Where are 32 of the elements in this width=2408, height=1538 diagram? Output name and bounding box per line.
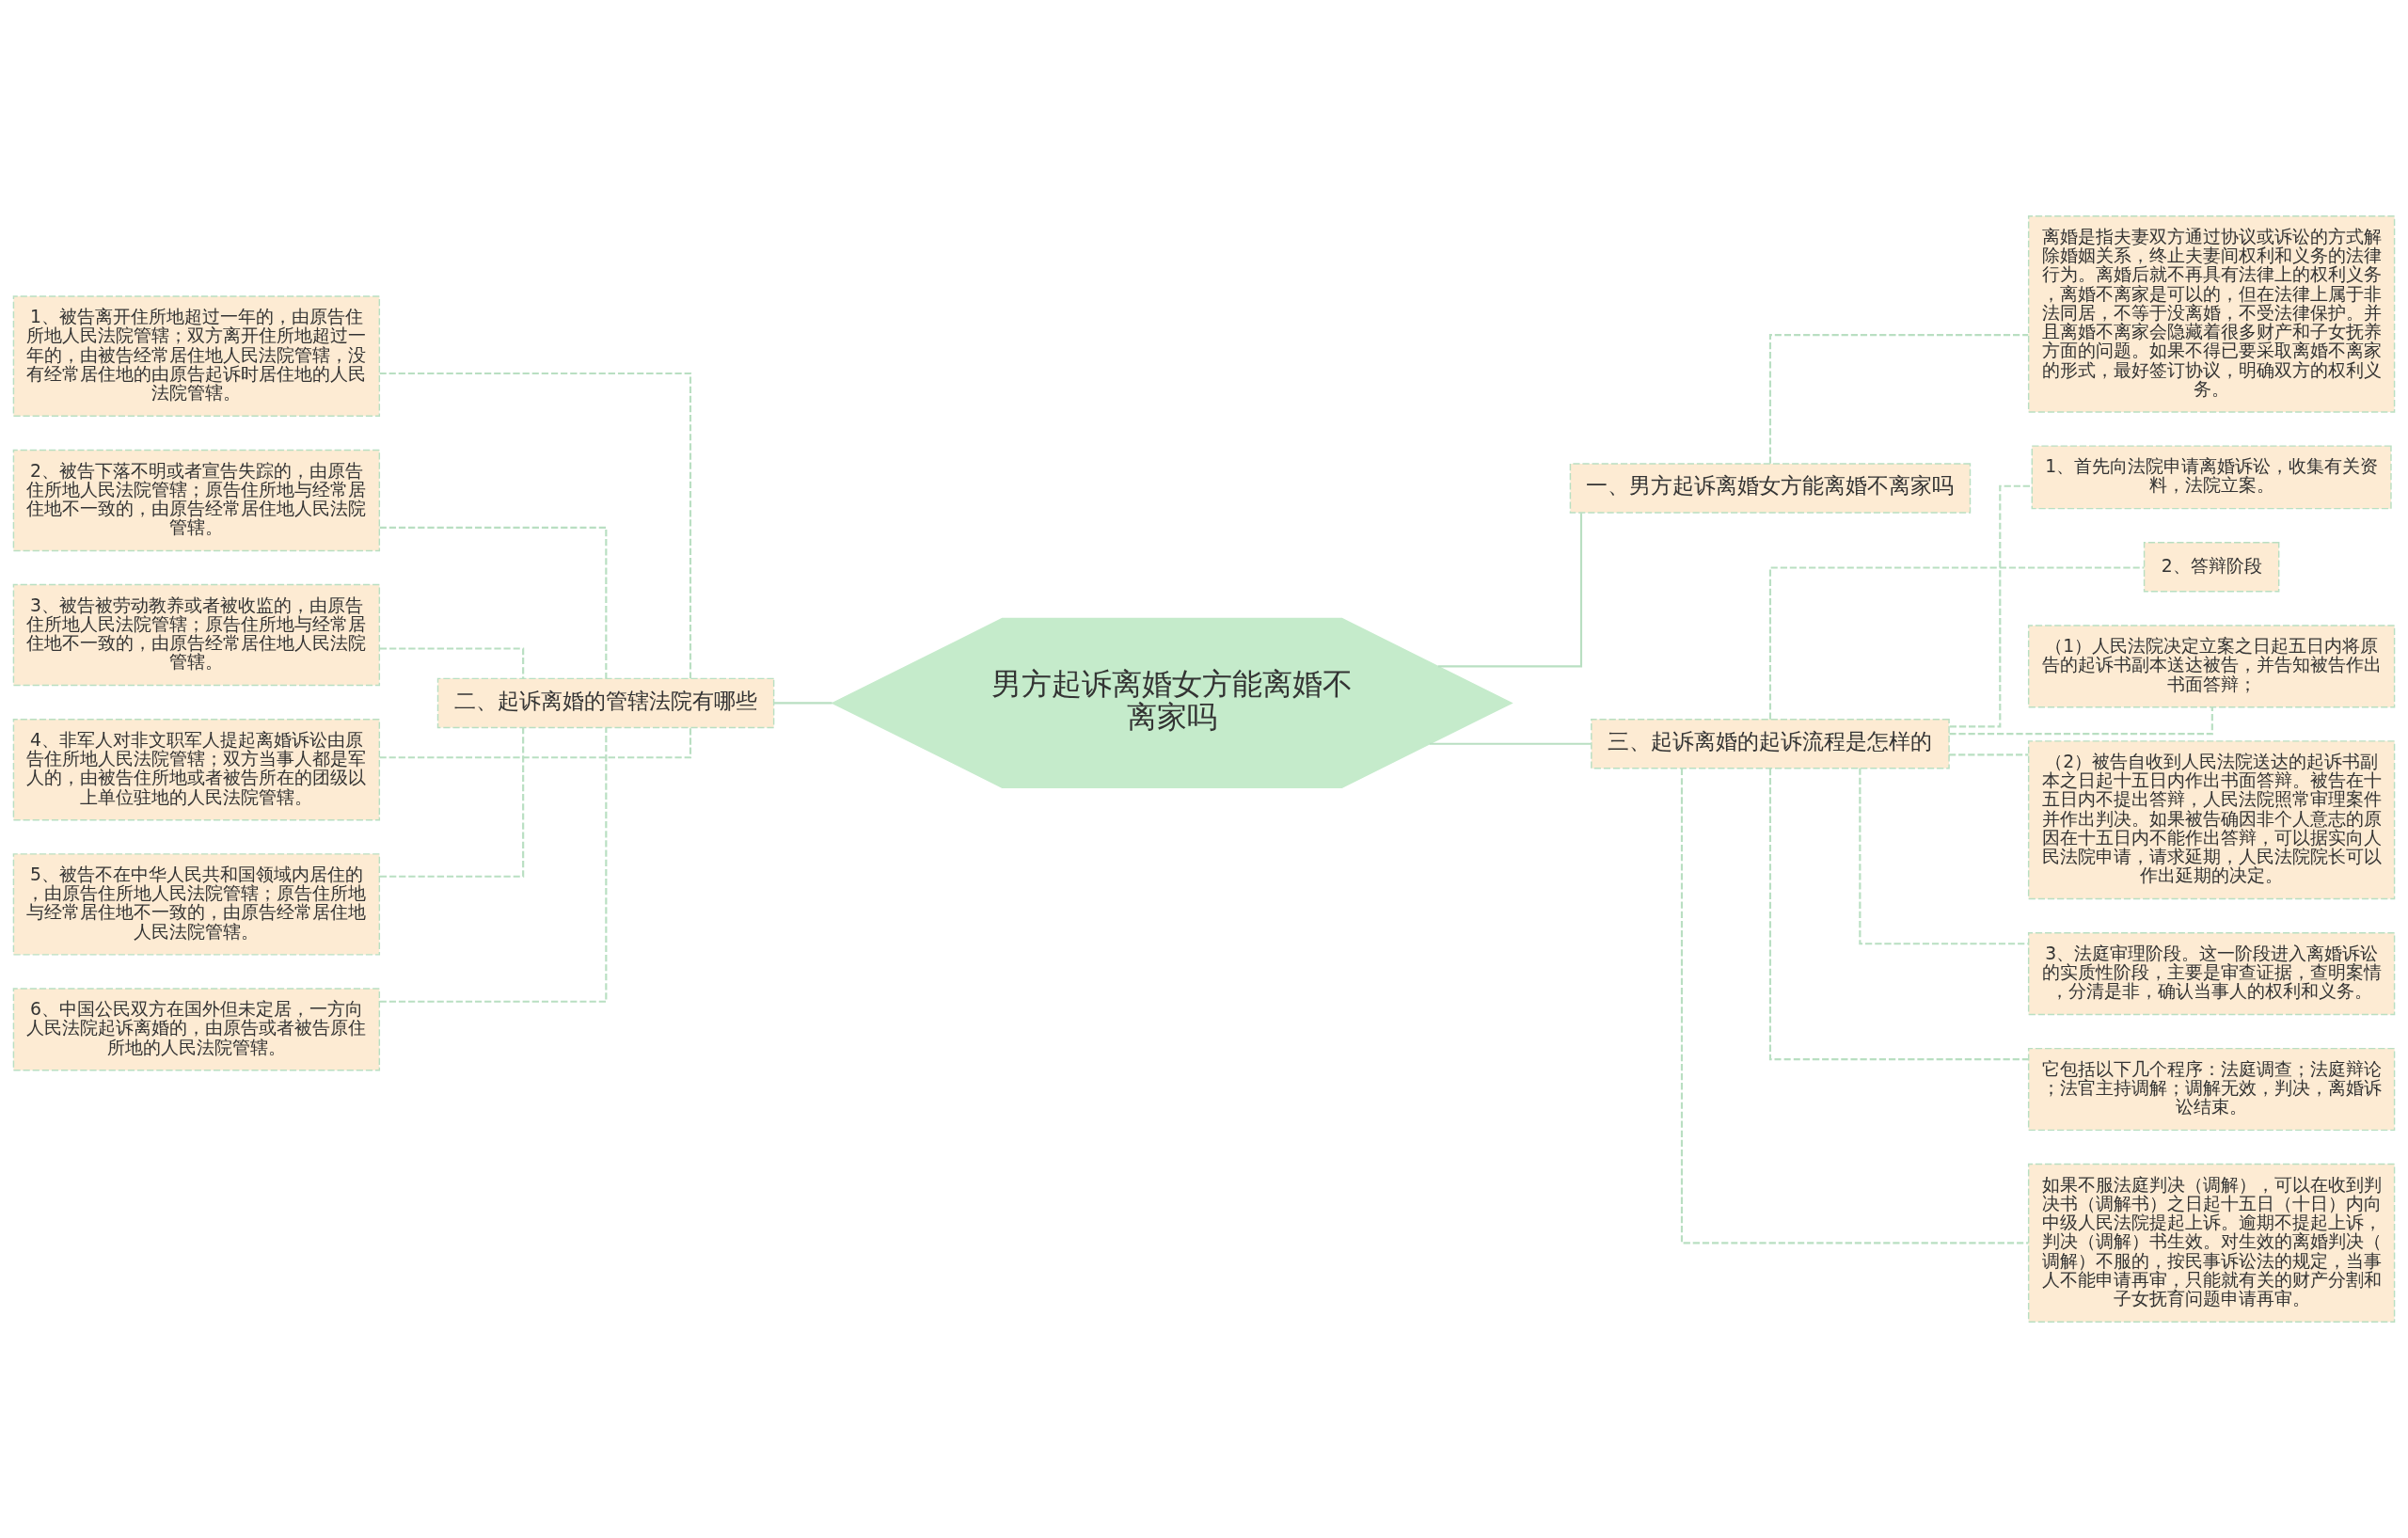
connector [1768,333,2029,464]
node-box: 4、非军人对非文职军人提起离婚诉讼由原告住所地人民法院管辖；双方当事人都是军人的，由被告住所地或者被告所在的团级以上单位驻地的人民法院管辖。 [12,719,381,821]
connector [1768,566,2145,720]
node-box: （1）人民法院决定立案之日起五日内将原告的起诉书副本送达被告，并告知被告作出书面答辩； [2027,625,2396,708]
node-box: 如果不服法庭判决（调解），可以在收到判决书（调解书）之日起十五日（十日）内向中级人民法院提起上诉。逾期不提起上诉，判决（调解）书生效。对生效的离婚判决（调解）不服的，按民事诉讼法的规定，当事人不能申请再审，只能就有关的财产分割和子女抚育问题申请再审。 [2027,1163,2396,1323]
node-box: 6、中国公民双方在国外但未定居，一方向人民法院起诉离婚的，由原告或者被告原住所地的人民法院管辖。 [12,988,381,1071]
connector [379,647,525,679]
connector [1429,742,1592,745]
node-box: 1、首先向法院申请离婚诉讼，收集有关资料，法院立案。 [2031,445,2392,510]
node-box: 3、法庭审理阶段。这一阶段进入离婚诉讼的实质性阶段，主要是审查证据，查明案情，分清是非，确认当事人的权利和义务。 [2027,932,2396,1016]
connector [379,727,692,759]
connector [379,727,525,878]
node-box: 它包括以下几个程序：法庭调查；法庭辩论；法官主持调解；调解无效，判决，离婚诉讼结束。 [2027,1047,2396,1132]
connector [1768,769,2029,1061]
node-box: 三、起诉离婚的起诉流程是怎样的 [1591,719,1950,769]
connector [379,372,692,679]
connector [379,526,608,679]
connector [1949,753,2029,756]
connector [773,702,832,705]
node-box: 2、被告下落不明或者宣告失踪的，由原告住所地人民法院管辖；原告住所地与经常居住地不一致的，由原告经常居住地人民法院管辖。 [12,449,381,552]
connector [1437,513,1583,668]
node-box: 3、被告被劳动教养或者被收监的，由原告住所地人民法院管辖；原告住所地与经常居住地不一致的，由原告经常居住地人民法院管辖。 [12,583,381,687]
node-box: 一、男方起诉离婚女方能离婚不离家吗 [1569,463,1972,514]
node-box: （2）被告自收到人民法院送达的起诉书副本之日起十五日内作出书面答辩。被告在十五日内不提出答辩，人民法院照常审理案件并作出判决。如果被告确因非个人意志的原因在十五日内不能作出答辩，可以据实向人民法院申请，请求延期，人民法院院长可以作出延期的决定。 [2027,740,2396,900]
connector [379,727,608,1003]
node-box: 5、被告不在中华人民共和国领域内居住的，由原告住所地人民法院管辖；原告住所地与经常居住地不一致的，由原告经常居住地人民法院管辖。 [12,853,381,956]
connector [1859,768,2029,945]
node-box: 1、被告离开住所地超过一年的，由原告住所地人民法院管辖；双方离开住所地超过一年的，由被告经常居住地人民法院管辖，没有经常居住地的由原告起诉时居住地的人民法院管辖。 [12,295,381,418]
node-box: 二、起诉离婚的管辖法院有哪些 [436,677,775,729]
connector [1680,769,2029,1245]
node-box: 离婚是指夫妻双方通过协议或诉讼的方式解除婚姻关系，终止夫妻间权利和义务的法律行为。离婚后就不再具有法律上的权利义务，离婚不离家是可以的，但在法律上属于非法同居，不等于没离婚，不受法律保护。并且离婚不离家会隐藏着很多财产和子女抚养方面的问题。如果不得已要采取离婚不离家的形式，最好签订协议，明确双方的权利义务。 [2027,215,2396,413]
node-box: 2、答辩阶段 [2143,542,2280,593]
